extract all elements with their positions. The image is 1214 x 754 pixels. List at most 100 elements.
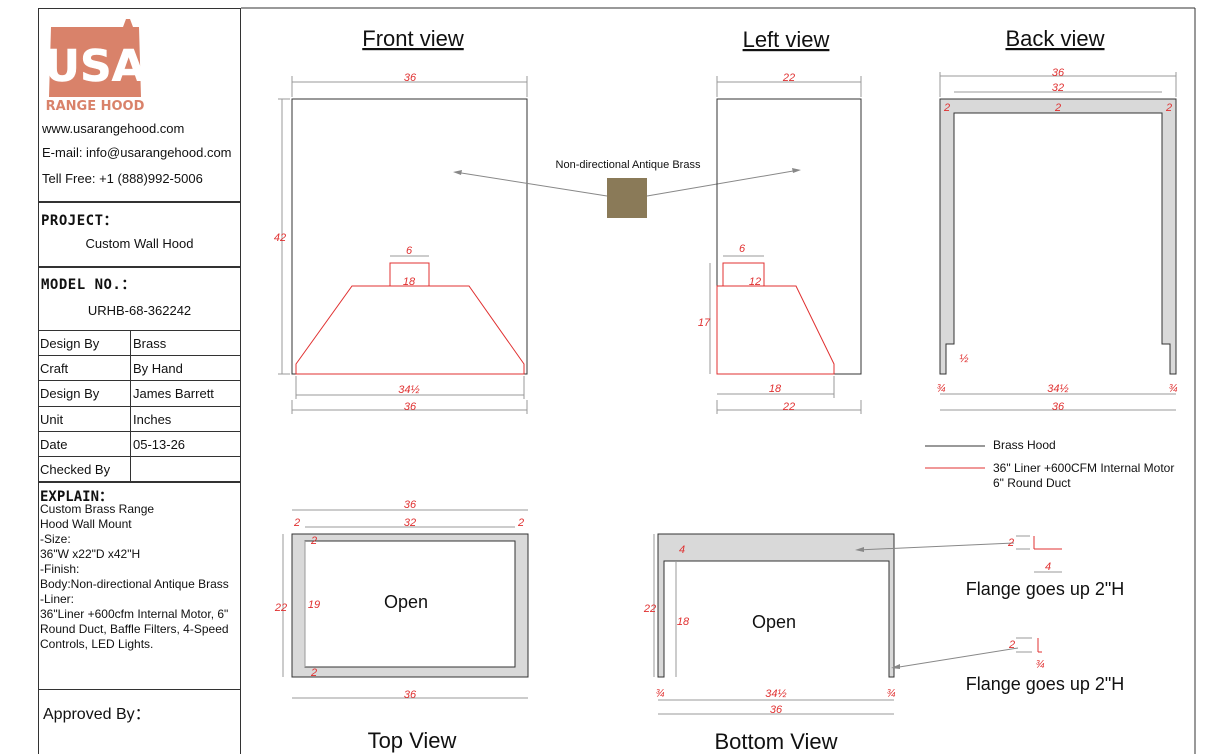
svg-text:USA: USA — [44, 41, 145, 92]
left-liner-depth-dim: 18 — [769, 383, 782, 395]
spec-value: Inches — [133, 411, 172, 427]
front-bottom-width-dim: 36 — [404, 401, 417, 413]
column-divider — [130, 431, 131, 457]
left-width-dim: 22 — [782, 72, 795, 84]
svg-text:RANGE HOOD: RANGE HOOD — [46, 99, 145, 114]
spec-key: Design By — [40, 336, 100, 351]
back-flange-dim: ½ — [959, 353, 968, 365]
spec-key: Design By — [40, 386, 100, 402]
explain-line: Body:Non-directional Antique Brass — [40, 577, 229, 591]
spec-key: Checked By — [40, 462, 111, 477]
top-side-right-dim: 2 — [517, 517, 524, 529]
legend-liner-label-2: 6" Round Duct — [993, 476, 1071, 490]
left-duct-height-dim: 12 — [749, 276, 761, 288]
column-divider — [130, 457, 131, 482]
left-view-title: Left view — [743, 27, 830, 52]
spec-key: Unit — [40, 411, 64, 427]
back-view: 36 32 2 2 2 ½ ¾ 34½ ¾ 36 — [936, 67, 1177, 413]
bottom-quarter-left-dim: ¾ — [655, 688, 664, 700]
bottom-front-dim: 4 — [679, 544, 685, 556]
top-width-dim: 36 — [404, 499, 417, 511]
front-liner-width-dim: 34½ — [398, 384, 419, 396]
finish-swatch — [607, 178, 647, 218]
project-value: Custom Wall Hood — [85, 236, 194, 251]
back-quarter-left-dim: ¾ — [936, 383, 945, 395]
explain-line: Custom Brass Range — [40, 502, 155, 516]
legend-liner-label-1: 36" Liner +600CFM Internal Motor — [993, 461, 1174, 475]
back-side-mid-dim: 2 — [1054, 102, 1061, 114]
divider — [39, 201, 240, 203]
logo-hood-shape — [49, 19, 141, 97]
flange-detail-2: 2 ¾ Flange goes up 2"H — [891, 637, 1124, 694]
flange2-width-dim: ¾ — [1035, 659, 1044, 671]
explain-line: 36"W x22"D x42"H — [40, 547, 141, 561]
website-text: www.usarangehood.com — [42, 121, 185, 136]
column-divider — [130, 331, 131, 356]
bottom-view-title: Bottom View — [714, 729, 837, 754]
bottom-view: 4 22 18 Open ¾ 34½ ¾ 36 — [643, 533, 896, 716]
left-view: 22 6 12 17 18 22 — [698, 72, 862, 414]
top-open-label: Open — [384, 592, 428, 612]
spec-value: James Barrett — [133, 386, 214, 402]
project-label: PROJECT： — [41, 213, 119, 229]
back-view-title: Back view — [1005, 26, 1104, 51]
bottom-open-label: Open — [752, 612, 796, 632]
explain-line: -Liner: — [40, 592, 75, 606]
top-inner-dim: 32 — [404, 517, 416, 529]
explain-line: -Finish: — [40, 562, 80, 576]
finish-callout: Non-directional Antique Brass — [453, 159, 801, 218]
explain-label: EXPLAIN： — [40, 489, 114, 505]
front-width-dim: 36 — [404, 72, 417, 84]
flange-detail-1: 2 4 Flange goes up 2"H — [855, 535, 1125, 599]
flange-note-1: Flange goes up 2"H — [966, 579, 1125, 599]
flange1-width-dim: 4 — [1045, 561, 1051, 573]
model-label: MODEL NO.： — [41, 277, 136, 293]
divider — [39, 481, 240, 483]
front-liner-outline — [295, 285, 525, 375]
spec-row: Unit Inches — [39, 405, 240, 432]
top-side-back-dim: 2 — [310, 667, 317, 679]
top-depth-dim: 22 — [274, 602, 287, 614]
flange1-height-dim: 2 — [1007, 537, 1014, 549]
top-inner-depth-dim: 19 — [308, 599, 320, 611]
back-side-right-dim: 2 — [1165, 102, 1172, 114]
email-text: E-mail: info@usarangehood.com — [42, 145, 232, 160]
approved-by-label: Approved By： — [43, 706, 151, 723]
column-divider — [130, 381, 131, 407]
left-duct-dim: 6 — [739, 243, 746, 255]
spec-key: Date — [40, 436, 68, 452]
spec-value: Brass — [133, 336, 167, 351]
flange2-height-dim: 2 — [1008, 639, 1015, 651]
spec-row: Checked By — [39, 456, 240, 482]
phone-text: Tell Free: +1 (888)992-5006 — [42, 171, 203, 186]
bottom-opening-dim: 34½ — [765, 688, 786, 700]
bottom-hood-section — [657, 533, 895, 678]
spec-value: 05-13-26 — [133, 436, 186, 452]
title-block: USA RANGE HOOD www.usarangehood.com E-ma… — [38, 8, 241, 754]
divider — [39, 266, 240, 268]
column-divider — [130, 406, 131, 432]
top-side-front-dim: 2 — [310, 535, 317, 547]
left-liner-height-dim: 17 — [698, 317, 711, 329]
explain-line: Controls, LED Lights. — [40, 637, 154, 651]
bottom-width-dim: 36 — [770, 704, 783, 716]
spec-value: By Hand — [133, 361, 183, 377]
spec-key: Craft — [40, 361, 69, 377]
usa-range-hood-logo: USA RANGE HOOD — [44, 19, 146, 114]
explain-line: Round Duct, Baffle Filters, 4-Speed — [40, 622, 229, 636]
column-divider — [130, 356, 131, 382]
front-view: 36 42 6 18 34½ 36 — [274, 72, 528, 414]
spec-row: Design By Brass — [39, 330, 240, 356]
divider — [39, 689, 240, 690]
explain-line: -Size: — [40, 532, 71, 546]
back-quarter-right-dim: ¾ — [1168, 383, 1177, 395]
top-view-title: Top View — [368, 728, 457, 753]
front-duct-dim: 6 — [406, 245, 413, 257]
front-view-title: Front view — [362, 26, 464, 51]
bottom-quarter-right-dim: ¾ — [886, 688, 895, 700]
front-duct-height-dim: 18 — [403, 276, 416, 288]
bottom-inner-depth-dim: 18 — [677, 616, 690, 628]
